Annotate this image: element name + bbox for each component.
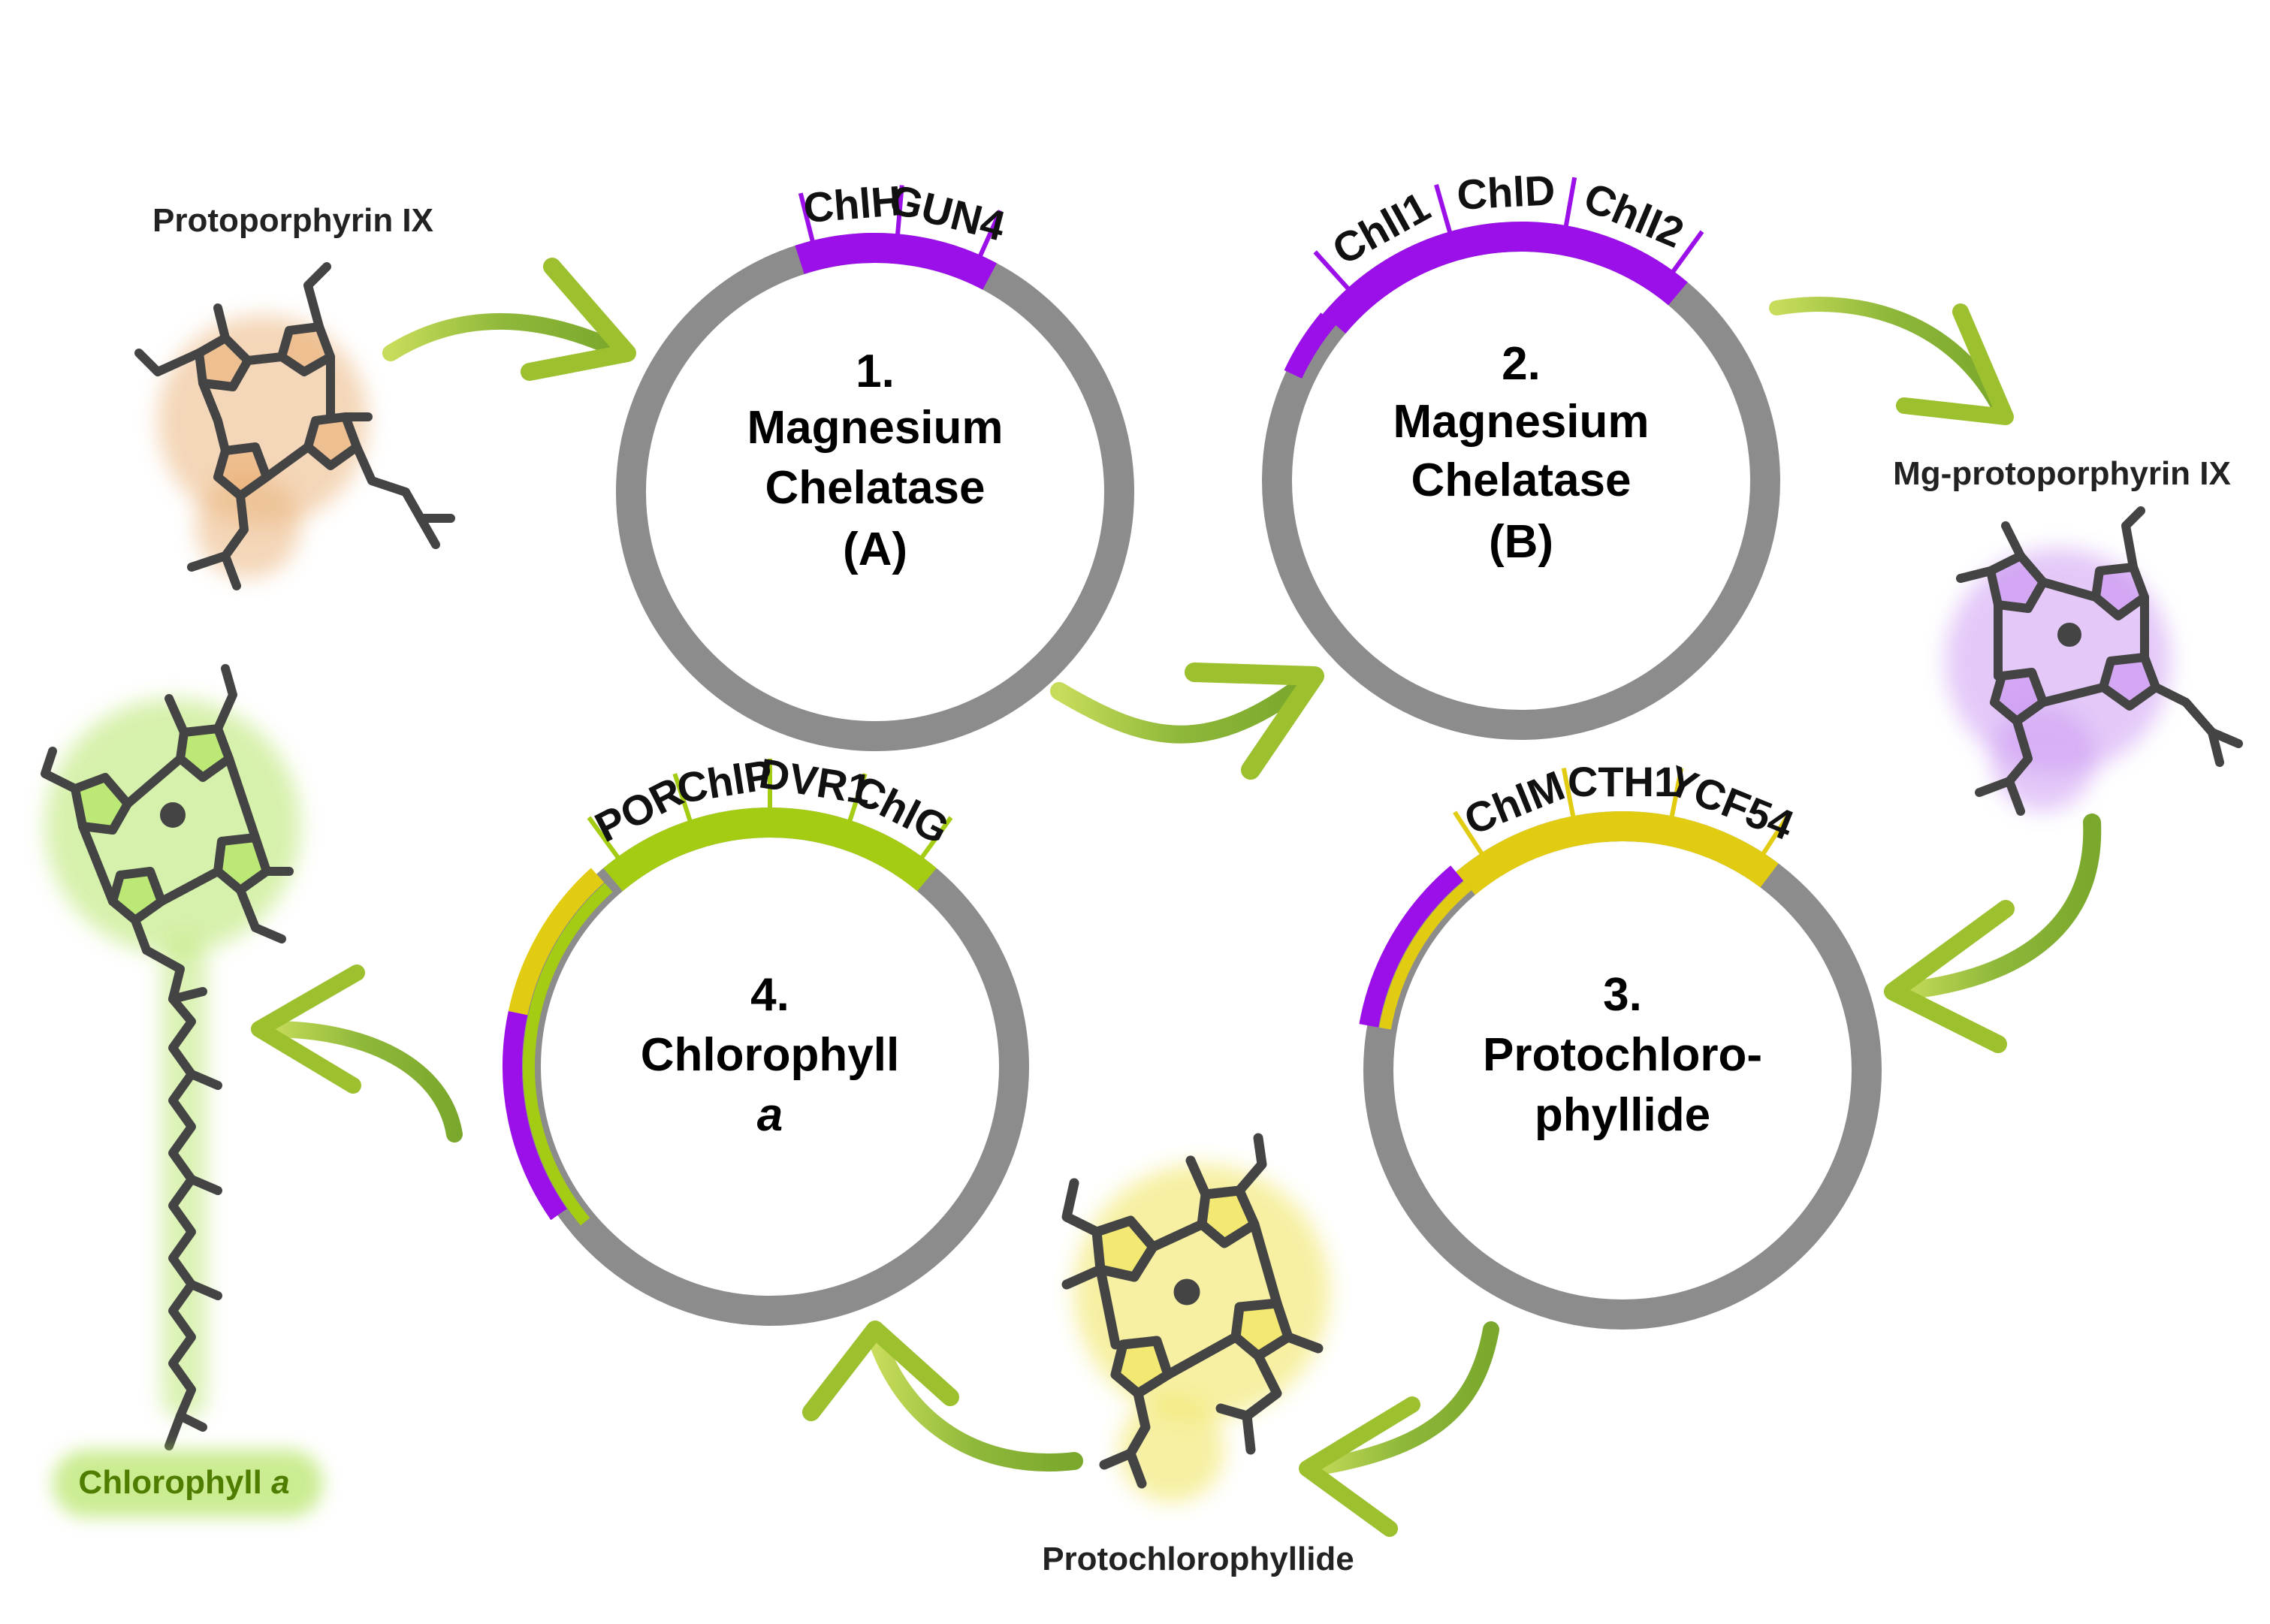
enzyme-arc: [1379, 880, 1472, 1030]
segment-divider: [977, 210, 1003, 260]
arrow-pchlide-to-step4: [802, 1321, 1083, 1472]
arrow-mg-to-step3: [1884, 814, 2102, 1053]
arrow-step4-to-chlorophyll: [251, 964, 463, 1143]
segment-divider: [798, 192, 816, 245]
arrow-step2-to-mg: [1769, 297, 2014, 425]
step-2-title-line: Chelatase: [1411, 454, 1632, 506]
step-3-title-line: Protochloro-: [1483, 1029, 1762, 1081]
enzyme-arc: [508, 868, 605, 1016]
segment-divider: [672, 773, 693, 825]
step-2-title-line: (B): [1489, 516, 1553, 568]
step-1-title-line: (A): [843, 524, 907, 575]
segment-divider: [587, 816, 622, 862]
segment-divider: [1668, 767, 1684, 820]
arrow-step1-to-step2: [1050, 663, 1324, 780]
enzyme-arc: [795, 233, 997, 290]
protochlorophyllide-molecule: [1061, 1133, 1330, 1502]
chlorophyll-a-molecule: [41, 664, 300, 1450]
step-1-title-line: Chelatase: [765, 462, 986, 514]
chlorophyll-a-label-group: Chlorophyll a: [53, 1450, 323, 1517]
enzyme-arc: [603, 807, 937, 892]
enzyme-arc: [1359, 865, 1463, 1028]
segment-divider: [1561, 767, 1577, 820]
step-1-title-line: Magnesium: [747, 402, 1003, 454]
enzyme-arc: [1456, 811, 1779, 895]
segment-divider: [1669, 230, 1704, 276]
enzyme-label-cth1: CTH1: [1568, 758, 1677, 805]
segment-divider: [1434, 184, 1453, 236]
enzyme-arc: [1322, 222, 1688, 334]
step-3-title-line: 3.: [1603, 969, 1642, 1021]
enzyme-label-chld: ChlD: [1456, 166, 1556, 219]
step-4-title-line: a: [757, 1089, 783, 1141]
enzyme-arc: [503, 1010, 567, 1221]
enzyme-arc: [1284, 312, 1336, 379]
mg-protoporphyrin-molecule: [1945, 506, 2243, 816]
segment-divider: [1313, 250, 1352, 293]
segment-divider: [1563, 177, 1577, 230]
protochlorophyllide-label: Protochlorophyllide: [1042, 1541, 1354, 1577]
segment-divider: [895, 185, 904, 238]
enzyme-arc: [523, 883, 613, 1226]
enzyme-label-chlh: ChlH: [801, 177, 903, 231]
protoporphyrin-molecule: [134, 262, 455, 590]
step-1-title-line: 1.: [856, 346, 895, 397]
arrows: [251, 258, 2102, 1537]
step-2-title-line: 2.: [1502, 338, 1541, 390]
step-4-title-line: Chlorophyll: [641, 1029, 899, 1081]
chlorophyll-a-label: Chlorophyll a: [78, 1464, 289, 1501]
protoporphyrin-label: Protoporphyrin IX: [152, 202, 433, 239]
step-3-title-line: phyllide: [1535, 1089, 1710, 1141]
step-2-title-line: Magnesium: [1393, 396, 1649, 448]
segment-divider: [1453, 810, 1486, 858]
segment-divider: [1759, 810, 1792, 858]
step-4-title-line: 4.: [750, 969, 789, 1021]
segment-divider: [918, 816, 953, 862]
molecule-labels: Protoporphyrin IX Mg-protoporphyrin IX P…: [53, 202, 2231, 1577]
arrow-step3-to-pchlide: [1299, 1321, 1499, 1537]
arrow-protoporphyrin-to-step1: [382, 258, 636, 381]
mg-protoporphyrin-label: Mg-protoporphyrin IX: [1893, 455, 2231, 492]
segment-divider: [847, 773, 868, 825]
